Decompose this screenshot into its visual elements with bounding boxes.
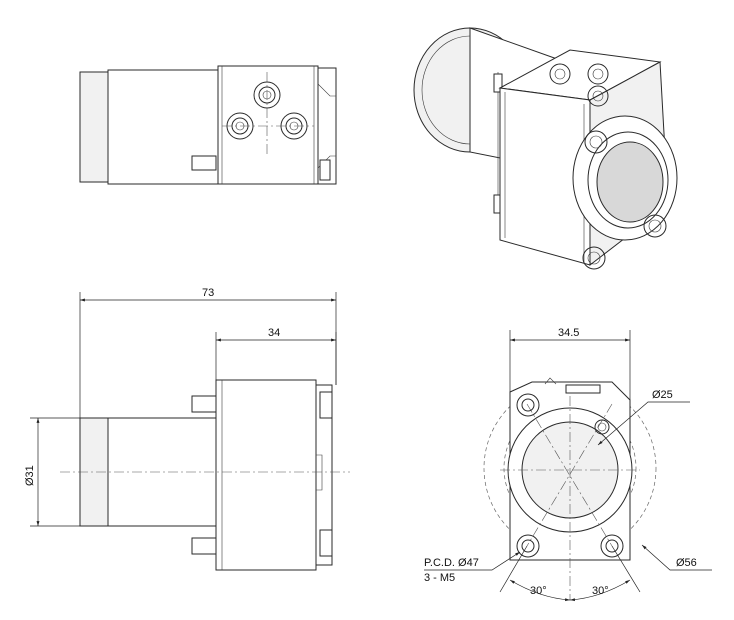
front-bolt-bottom-right: [600, 534, 624, 558]
block-length-label: 34: [268, 327, 280, 339]
diameter-56-label: Ø56: [676, 557, 697, 569]
screws-label: 3 - M5: [424, 572, 455, 584]
dimension-pcd: P.C.D. Ø47 3 - M5: [424, 551, 521, 584]
dimension-diameter-25: Ø25: [597, 389, 690, 446]
dimension-block-length: 34: [215, 327, 337, 385]
dimension-width: 34.5: [509, 327, 631, 400]
width-label: 34.5: [558, 327, 579, 339]
top-view: [79, 65, 337, 185]
side-view: 73 34 Ø31: [24, 287, 350, 571]
front-bolt-bottom-left: [516, 534, 540, 558]
dimension-diameter-56: Ø56: [641, 544, 712, 571]
dimension-diameter-31: Ø31: [24, 417, 80, 527]
front-bolt-top-left: [516, 393, 540, 417]
front-view: 34.5 Ø25 Ø56 P.C.D. Ø47 3 - M5 30° 30°: [424, 327, 712, 602]
angle-left-label: 30°: [530, 585, 547, 597]
overall-length-label: 73: [202, 287, 214, 299]
front-pin: [594, 419, 610, 435]
dimension-angles: 30° 30°: [499, 545, 641, 602]
pcd-label: P.C.D. Ø47: [424, 557, 479, 569]
diameter-31-label: Ø31: [24, 465, 36, 486]
diameter-25-label: Ø25: [652, 389, 673, 401]
angle-right-label: 30°: [592, 585, 609, 597]
isometric-view: [413, 27, 678, 270]
